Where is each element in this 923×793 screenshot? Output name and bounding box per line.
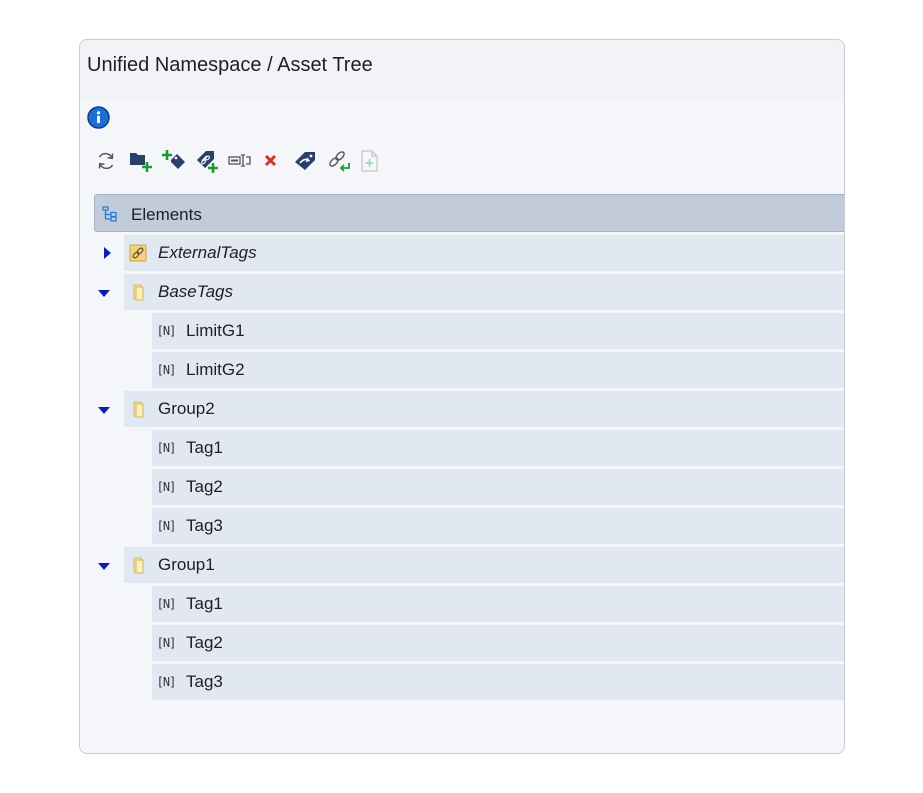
- toolbar: [95, 148, 392, 174]
- numeric-tag-icon: [N]: [156, 675, 177, 689]
- tree-root-elements[interactable]: Elements: [94, 194, 844, 232]
- tree-leaf-limitg1[interactable]: [N] LimitG1: [152, 313, 844, 349]
- folder-icon: [133, 284, 144, 301]
- numeric-tag-icon: [N]: [156, 480, 177, 494]
- add-external-tag-button[interactable]: [194, 148, 227, 174]
- move-tag-button[interactable]: [293, 148, 326, 174]
- add-tag-icon: [162, 150, 185, 169]
- tree-leaf-tag2[interactable]: [N] Tag2: [152, 625, 844, 661]
- panel-title: Unified Namespace / Asset Tree: [87, 54, 373, 76]
- tree-leaf-tag1[interactable]: [N] Tag1: [152, 430, 844, 466]
- collapse-caret-icon[interactable]: [97, 403, 111, 417]
- tree-leaf-label: Tag3: [186, 672, 223, 691]
- add-folder-icon: [130, 153, 152, 172]
- tree-leaf-label: LimitG2: [186, 360, 245, 379]
- tree-leaf-label: Tag2: [186, 633, 223, 652]
- rename-button[interactable]: [227, 148, 260, 174]
- tree-node-basetags[interactable]: BaseTags: [124, 274, 844, 310]
- add-linked-tag-icon: [197, 151, 218, 173]
- move-tag-icon: [295, 152, 315, 170]
- link-icon: [329, 151, 350, 172]
- tree-leaf-label: Tag3: [186, 516, 223, 535]
- tree-node-label: BaseTags: [158, 282, 233, 301]
- add-tag-button[interactable]: [161, 148, 194, 174]
- tree-leaf-label: Tag2: [186, 477, 223, 496]
- numeric-tag-icon: [N]: [156, 519, 177, 533]
- numeric-tag-icon: [N]: [156, 441, 177, 455]
- numeric-tag-icon: [N]: [156, 636, 177, 650]
- delete-icon: [264, 154, 277, 167]
- tree-node-label: Group2: [158, 399, 215, 418]
- tree-leaf-label: LimitG1: [186, 321, 245, 340]
- tree-leaf-tag3[interactable]: [N] Tag3: [152, 664, 844, 700]
- link-button[interactable]: [326, 148, 359, 174]
- info-icon[interactable]: [87, 106, 110, 129]
- tree-leaf-label: Tag1: [186, 438, 223, 457]
- tree-node-label: ExternalTags: [158, 243, 257, 262]
- numeric-tag-icon: [N]: [156, 363, 177, 377]
- tree-leaf-limitg2[interactable]: [N] LimitG2: [152, 352, 844, 388]
- tree-leaf-tag3[interactable]: [N] Tag3: [152, 508, 844, 544]
- asset-tree: Elements ExternalTags BaseTags [N: [94, 194, 844, 753]
- tree-node-externaltags[interactable]: ExternalTags: [124, 235, 844, 271]
- tree-leaf-label: Tag1: [186, 594, 223, 613]
- refresh-button[interactable]: [95, 148, 128, 174]
- panel-header: Unified Namespace / Asset Tree: [80, 40, 844, 102]
- tree-leaf-tag2[interactable]: [N] Tag2: [152, 469, 844, 505]
- tree-leaf-tag1[interactable]: [N] Tag1: [152, 586, 844, 622]
- collapse-caret-icon[interactable]: [97, 286, 111, 300]
- collapse-caret-icon[interactable]: [97, 559, 111, 573]
- numeric-tag-icon: [N]: [156, 324, 177, 338]
- add-folder-button[interactable]: [128, 148, 161, 174]
- tree-node-group2[interactable]: Group2: [124, 391, 844, 427]
- tree-icon: [102, 206, 117, 222]
- asset-tree-panel: Unified Namespace / Asset Tree: [79, 39, 845, 754]
- expand-caret-icon[interactable]: [100, 246, 114, 260]
- tree-root-label: Elements: [131, 205, 202, 224]
- numeric-tag-icon: [N]: [156, 597, 177, 611]
- tree-node-group1[interactable]: Group1: [124, 547, 844, 583]
- rename-icon: [228, 154, 251, 167]
- folder-icon: [133, 557, 144, 574]
- new-document-button[interactable]: [359, 148, 392, 174]
- refresh-icon: [98, 152, 114, 170]
- delete-button[interactable]: [260, 148, 293, 174]
- tree-node-label: Group1: [158, 555, 215, 574]
- new-document-icon: [361, 150, 378, 172]
- folder-icon: [133, 401, 144, 418]
- external-folder-icon: [129, 244, 147, 262]
